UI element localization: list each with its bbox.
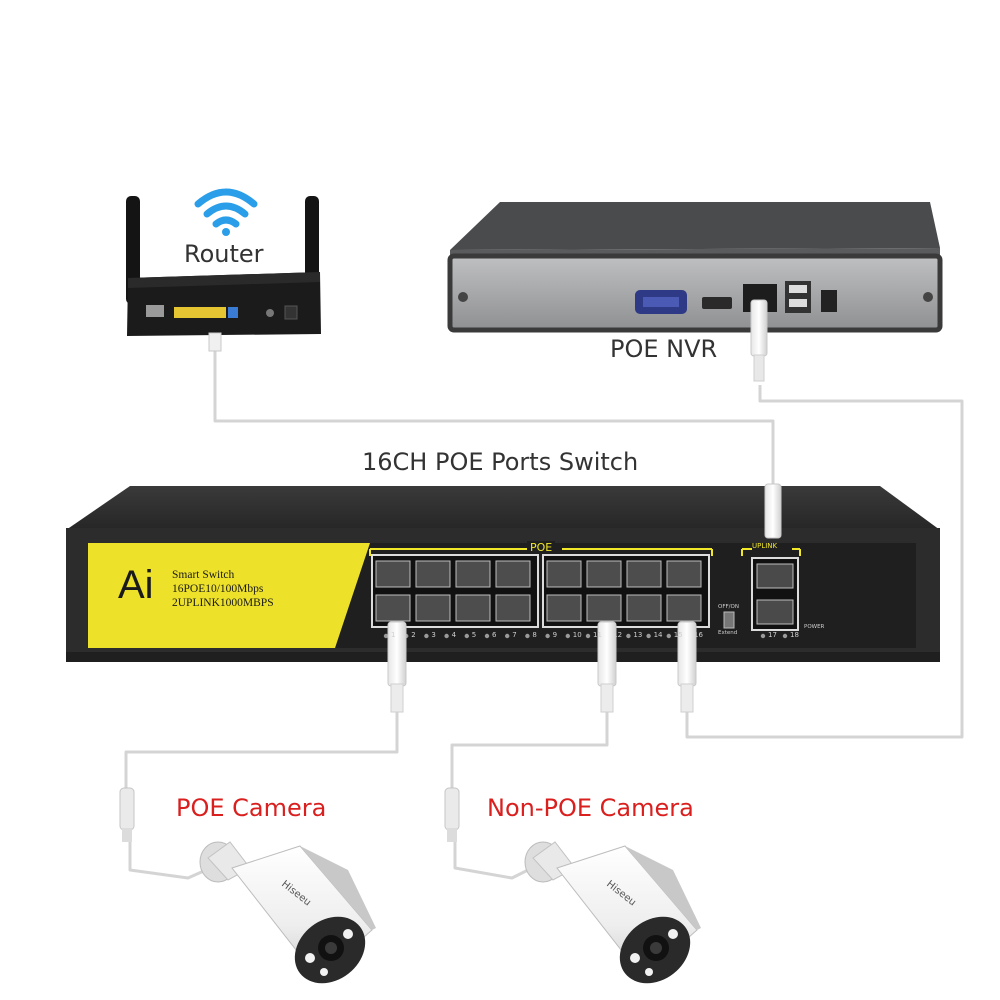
power-label: POWER <box>804 624 825 630</box>
port-led <box>666 633 671 639</box>
non-poe-camera <box>444 787 701 984</box>
port-number: 16 <box>694 631 703 639</box>
poe-camera-label: POE Camera <box>176 794 327 822</box>
port-led <box>646 633 651 639</box>
poe-port <box>666 594 702 622</box>
poe-port <box>375 560 411 588</box>
port-number: 1 <box>391 631 396 639</box>
port-number: 6 <box>492 631 497 639</box>
nvr-ethernet-plug <box>750 299 768 357</box>
port-led <box>484 633 490 639</box>
poe-switch-device <box>66 486 940 662</box>
switch-model-line2: 16POE10/100Mbps <box>172 583 264 595</box>
cable-router-to-switch <box>213 350 775 486</box>
router-antenna-left <box>126 196 140 304</box>
switch-model-line3: 2UPLINK1000MBPS <box>172 597 274 609</box>
port-number: 5 <box>471 631 477 639</box>
poe-port <box>375 594 411 622</box>
extend-toggle[interactable] <box>723 611 735 629</box>
port-led <box>383 633 389 639</box>
wifi-icon <box>194 188 258 236</box>
router-usb-port <box>228 307 238 318</box>
port-led <box>444 633 449 639</box>
poe-port <box>546 560 582 588</box>
port-number: 17 <box>768 631 777 639</box>
cable-poe-camera-power <box>128 835 207 880</box>
cables <box>124 350 964 880</box>
port-number: 18 <box>790 631 799 639</box>
cable-non-poe-camera-power <box>453 835 529 880</box>
port-led <box>525 633 530 639</box>
poe-port <box>626 594 662 622</box>
port-led <box>782 633 788 639</box>
nvr-hdmi-port <box>702 297 732 309</box>
switch-model-line1: Smart Switch <box>172 569 235 581</box>
port-number: 3 <box>431 631 436 639</box>
port-number: 7 <box>512 631 517 639</box>
port-led <box>424 633 429 639</box>
port-number: 9 <box>552 631 558 639</box>
port-number: 14 <box>653 631 663 639</box>
cable-switch-to-non-poe-camera <box>450 710 609 790</box>
poe-port <box>455 594 491 622</box>
port-led <box>464 633 469 639</box>
switch-brand-logo: Ai <box>118 563 154 607</box>
port-led <box>565 633 570 639</box>
poe-port <box>546 594 582 622</box>
uplink-ethernet-plug <box>764 483 782 539</box>
poe-port <box>666 560 702 588</box>
poe-ports <box>375 560 702 622</box>
poe-port <box>415 560 451 588</box>
port-led <box>585 633 591 639</box>
port-number: 8 <box>532 631 537 639</box>
router-ethernet-plug <box>208 332 222 352</box>
poe-port <box>626 560 662 588</box>
extend-switch-bottom-label: Extend <box>718 630 738 636</box>
poe-port <box>495 560 531 588</box>
port-number: 10 <box>572 631 582 639</box>
router-port-phone <box>146 305 164 317</box>
cable-switch-to-poe-camera <box>124 710 399 790</box>
poe-camera <box>119 787 376 984</box>
nvr-label: POE NVR <box>610 335 718 363</box>
poe-port <box>415 594 451 622</box>
poe-port <box>586 560 622 588</box>
port-number: 11 <box>593 631 602 639</box>
port-number: 12 <box>613 631 623 639</box>
port-number: 13 <box>633 631 643 639</box>
port-number: 2 <box>411 631 416 639</box>
uplink-ports <box>756 563 794 625</box>
switch-output-plugs <box>387 621 697 713</box>
uplink-group-label: UPLINK <box>752 542 778 550</box>
cable-nvr-to-switch <box>685 385 964 739</box>
non-poe-camera-label: Non-POE Camera <box>487 794 694 822</box>
router-lan-ports <box>174 307 226 318</box>
switch-label: 16CH POE Ports Switch <box>362 448 639 476</box>
poe-port <box>455 560 491 588</box>
extend-switch-top-label: OFF/ON <box>718 604 739 610</box>
router-label: Router <box>184 240 264 268</box>
port-number: 15 <box>673 631 683 639</box>
port-led <box>760 633 766 639</box>
nvr-device <box>447 202 943 382</box>
port-led <box>505 633 510 639</box>
poe-port <box>495 594 531 622</box>
poe-group-label: POE <box>527 541 556 554</box>
nvr-power-jack <box>821 290 837 312</box>
port-led <box>626 633 631 639</box>
port-led <box>545 633 550 639</box>
port-number: 4 <box>451 631 457 639</box>
router-device <box>126 196 321 352</box>
poe-port <box>586 594 622 622</box>
